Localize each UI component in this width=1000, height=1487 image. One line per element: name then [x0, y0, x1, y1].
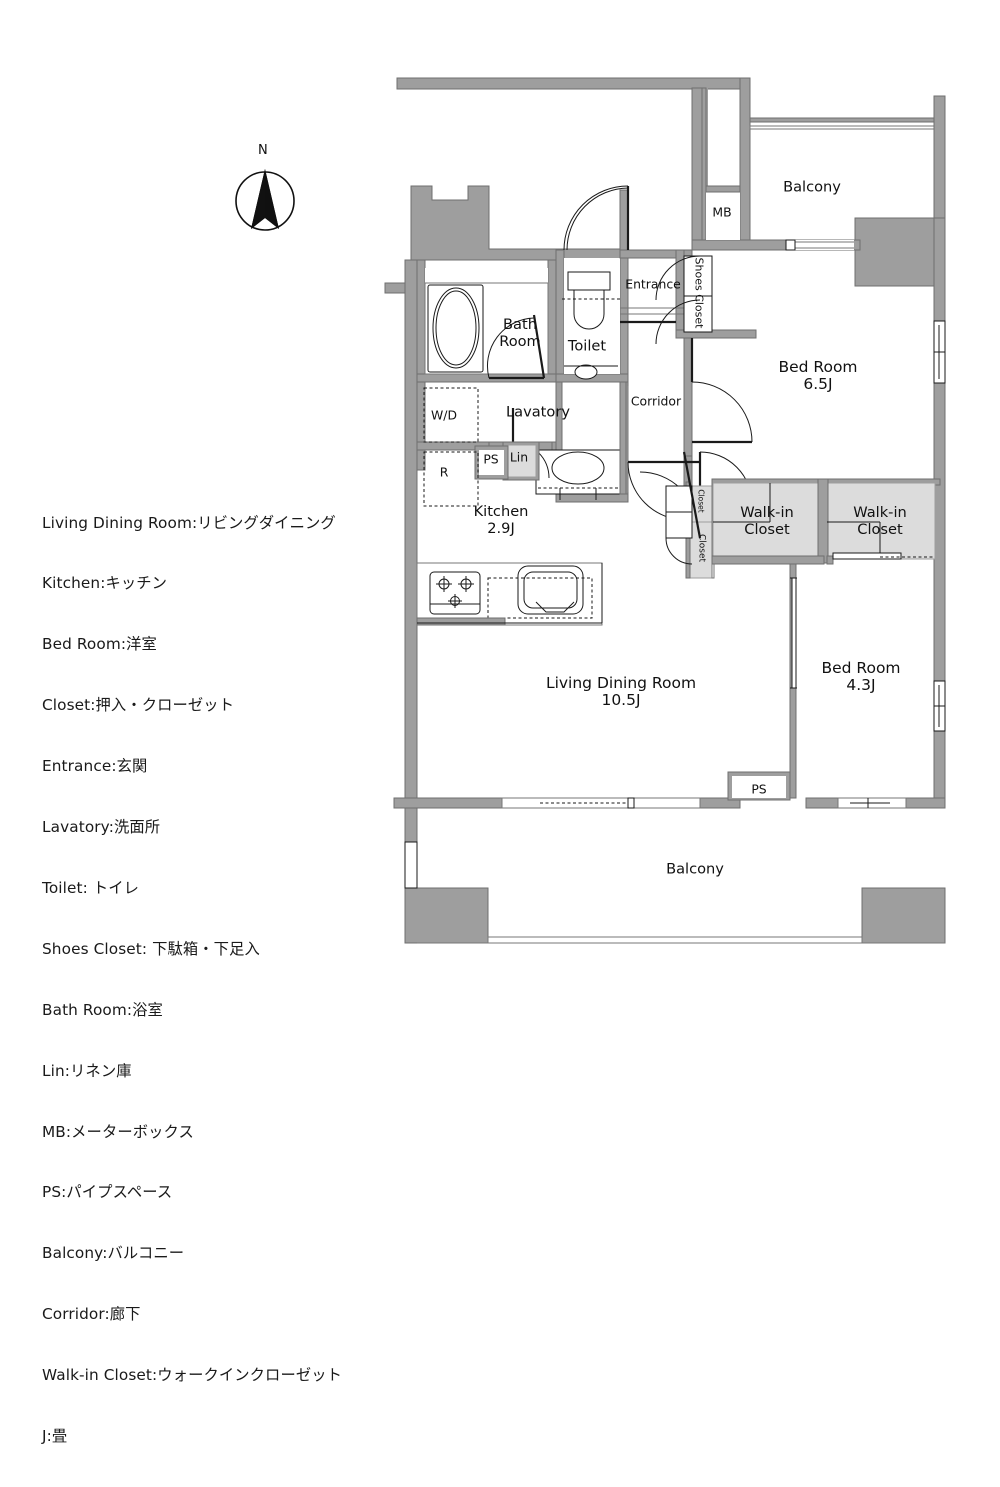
north-arrow-icon [235, 169, 295, 231]
legend-item: Shoes Closet: 下駄箱・下足入 [42, 939, 260, 958]
legend-item: Bath Room:浴室 [42, 1000, 163, 1019]
legend-item: Kitchen:キッチン [42, 574, 168, 593]
legend-item: J:畳 [42, 1426, 68, 1445]
legend-item: Lin:リネン庫 [42, 1061, 132, 1080]
legend-item: Balcony:バルコニー [42, 1244, 185, 1263]
legend-item: Corridor:廊下 [42, 1305, 141, 1324]
legend-item: PS:パイプスペース [42, 1183, 173, 1202]
legend-item: Living Dining Room:リビングダイニング [42, 513, 336, 532]
legend-item: Closet:押入・クローゼット [42, 696, 235, 715]
legend-item: Bed Room:洋室 [42, 635, 157, 654]
legend-item: Walk-in Closet:ウォークインクローゼット [42, 1366, 343, 1385]
legend-item: Entrance:玄関 [42, 757, 148, 776]
legend-item: Lavatory:洗面所 [42, 818, 161, 837]
legend-item: Toilet: トイレ [42, 878, 140, 897]
compass-rose: N [232, 143, 298, 245]
floor-plan-drawing: .w { fill:#9e9e9e; stroke:#6f6f6f; strok… [384, 77, 946, 944]
north-label: N [258, 143, 268, 158]
floor-plan-page: Living Dining Room:リビングダイニング Kitchen:キッチ… [42, 77, 946, 1445]
legend-item: MB:メーターボックス [42, 1122, 194, 1141]
